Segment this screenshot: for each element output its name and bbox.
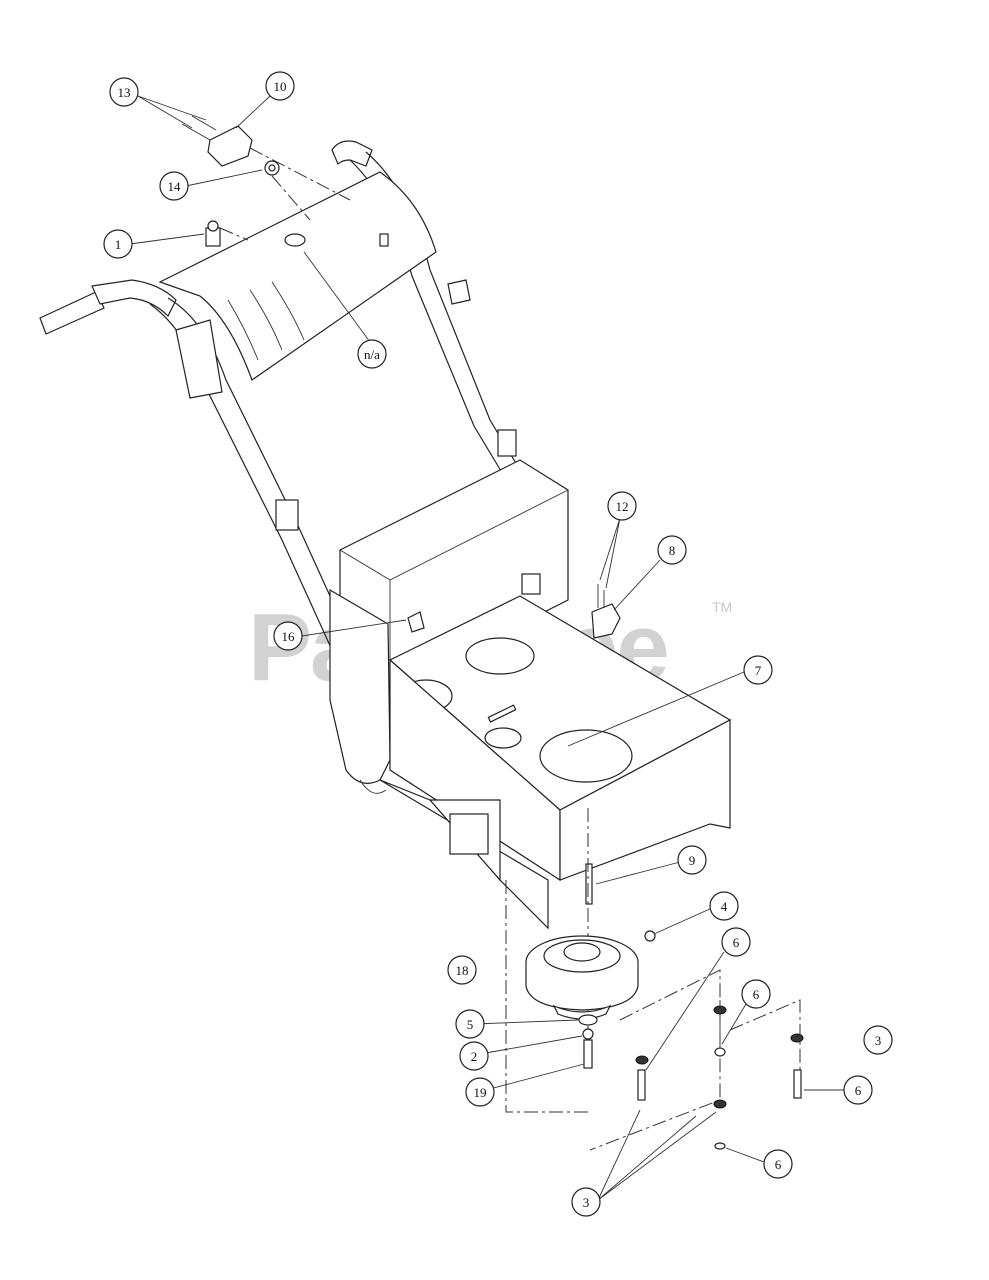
- part-8-switch: [591, 584, 621, 639]
- callout-6-b-label: 6: [753, 987, 760, 1002]
- callout-8: 8: [657, 535, 687, 565]
- callout-6-d: 6: [763, 1149, 793, 1179]
- callout-2: 2: [459, 1041, 489, 1071]
- callout-4: 4: [709, 891, 739, 921]
- callout-10-label: 10: [274, 79, 287, 94]
- callout-14-label: 14: [168, 179, 182, 194]
- main-frame: [329, 459, 732, 930]
- callout-9-label: 9: [689, 853, 696, 868]
- callout-7: 7: [743, 655, 773, 685]
- callout-12: 12: [607, 491, 637, 521]
- callout-14: 14: [159, 171, 189, 201]
- leader-lines: [129, 95, 844, 1201]
- callout-19-label: 19: [474, 1085, 487, 1100]
- callout-13: 13: [109, 77, 139, 107]
- part-16-clip: [407, 611, 425, 633]
- callout-6-b: 6: [741, 979, 771, 1009]
- callout-1: 1: [103, 229, 133, 259]
- watermark-trademark: TM: [712, 599, 732, 615]
- callout-3-b-label: 3: [583, 1195, 590, 1210]
- part-pulley: [525, 935, 639, 1020]
- callout-8-label: 8: [669, 543, 676, 558]
- callout-3-a-label: 3: [875, 1033, 882, 1048]
- callout-4-label: 4: [721, 899, 728, 914]
- callout-18: 18: [447, 955, 477, 985]
- callout-9: 9: [677, 845, 707, 875]
- callout-na-label: n/a: [364, 347, 380, 362]
- callout-16: 16: [273, 621, 303, 651]
- callout-13-label: 13: [118, 85, 131, 100]
- callout-6-a: 6: [721, 927, 751, 957]
- callout-1-label: 1: [115, 237, 122, 252]
- part-washer-bolt: [578, 1014, 598, 1069]
- callout-16-label: 16: [282, 629, 296, 644]
- callout-2-label: 2: [471, 1049, 478, 1064]
- part-4-bearing: [644, 930, 656, 942]
- part-9-key: [585, 863, 593, 905]
- callout-12-label: 12: [616, 499, 629, 514]
- callout-5-label: 5: [467, 1017, 474, 1032]
- callout-18-label: 18: [456, 963, 469, 978]
- callout-3-a: 3: [863, 1025, 893, 1055]
- callout-19: 19: [465, 1077, 495, 1107]
- callout-6-d-label: 6: [775, 1157, 782, 1172]
- callout-na: n/a: [357, 339, 387, 369]
- callout-3-b: 3: [571, 1187, 601, 1217]
- callouts: 13 10 14 1 n/a 12 8 16: [103, 71, 893, 1217]
- callout-6-c: 6: [843, 1075, 873, 1105]
- callout-7-label: 7: [755, 663, 762, 678]
- callout-6-c-label: 6: [855, 1083, 862, 1098]
- handle-assembly: [39, 140, 521, 651]
- switch-part: [181, 115, 351, 247]
- callout-5: 5: [455, 1009, 485, 1039]
- callout-10: 10: [265, 71, 295, 101]
- callout-6-a-label: 6: [733, 935, 740, 950]
